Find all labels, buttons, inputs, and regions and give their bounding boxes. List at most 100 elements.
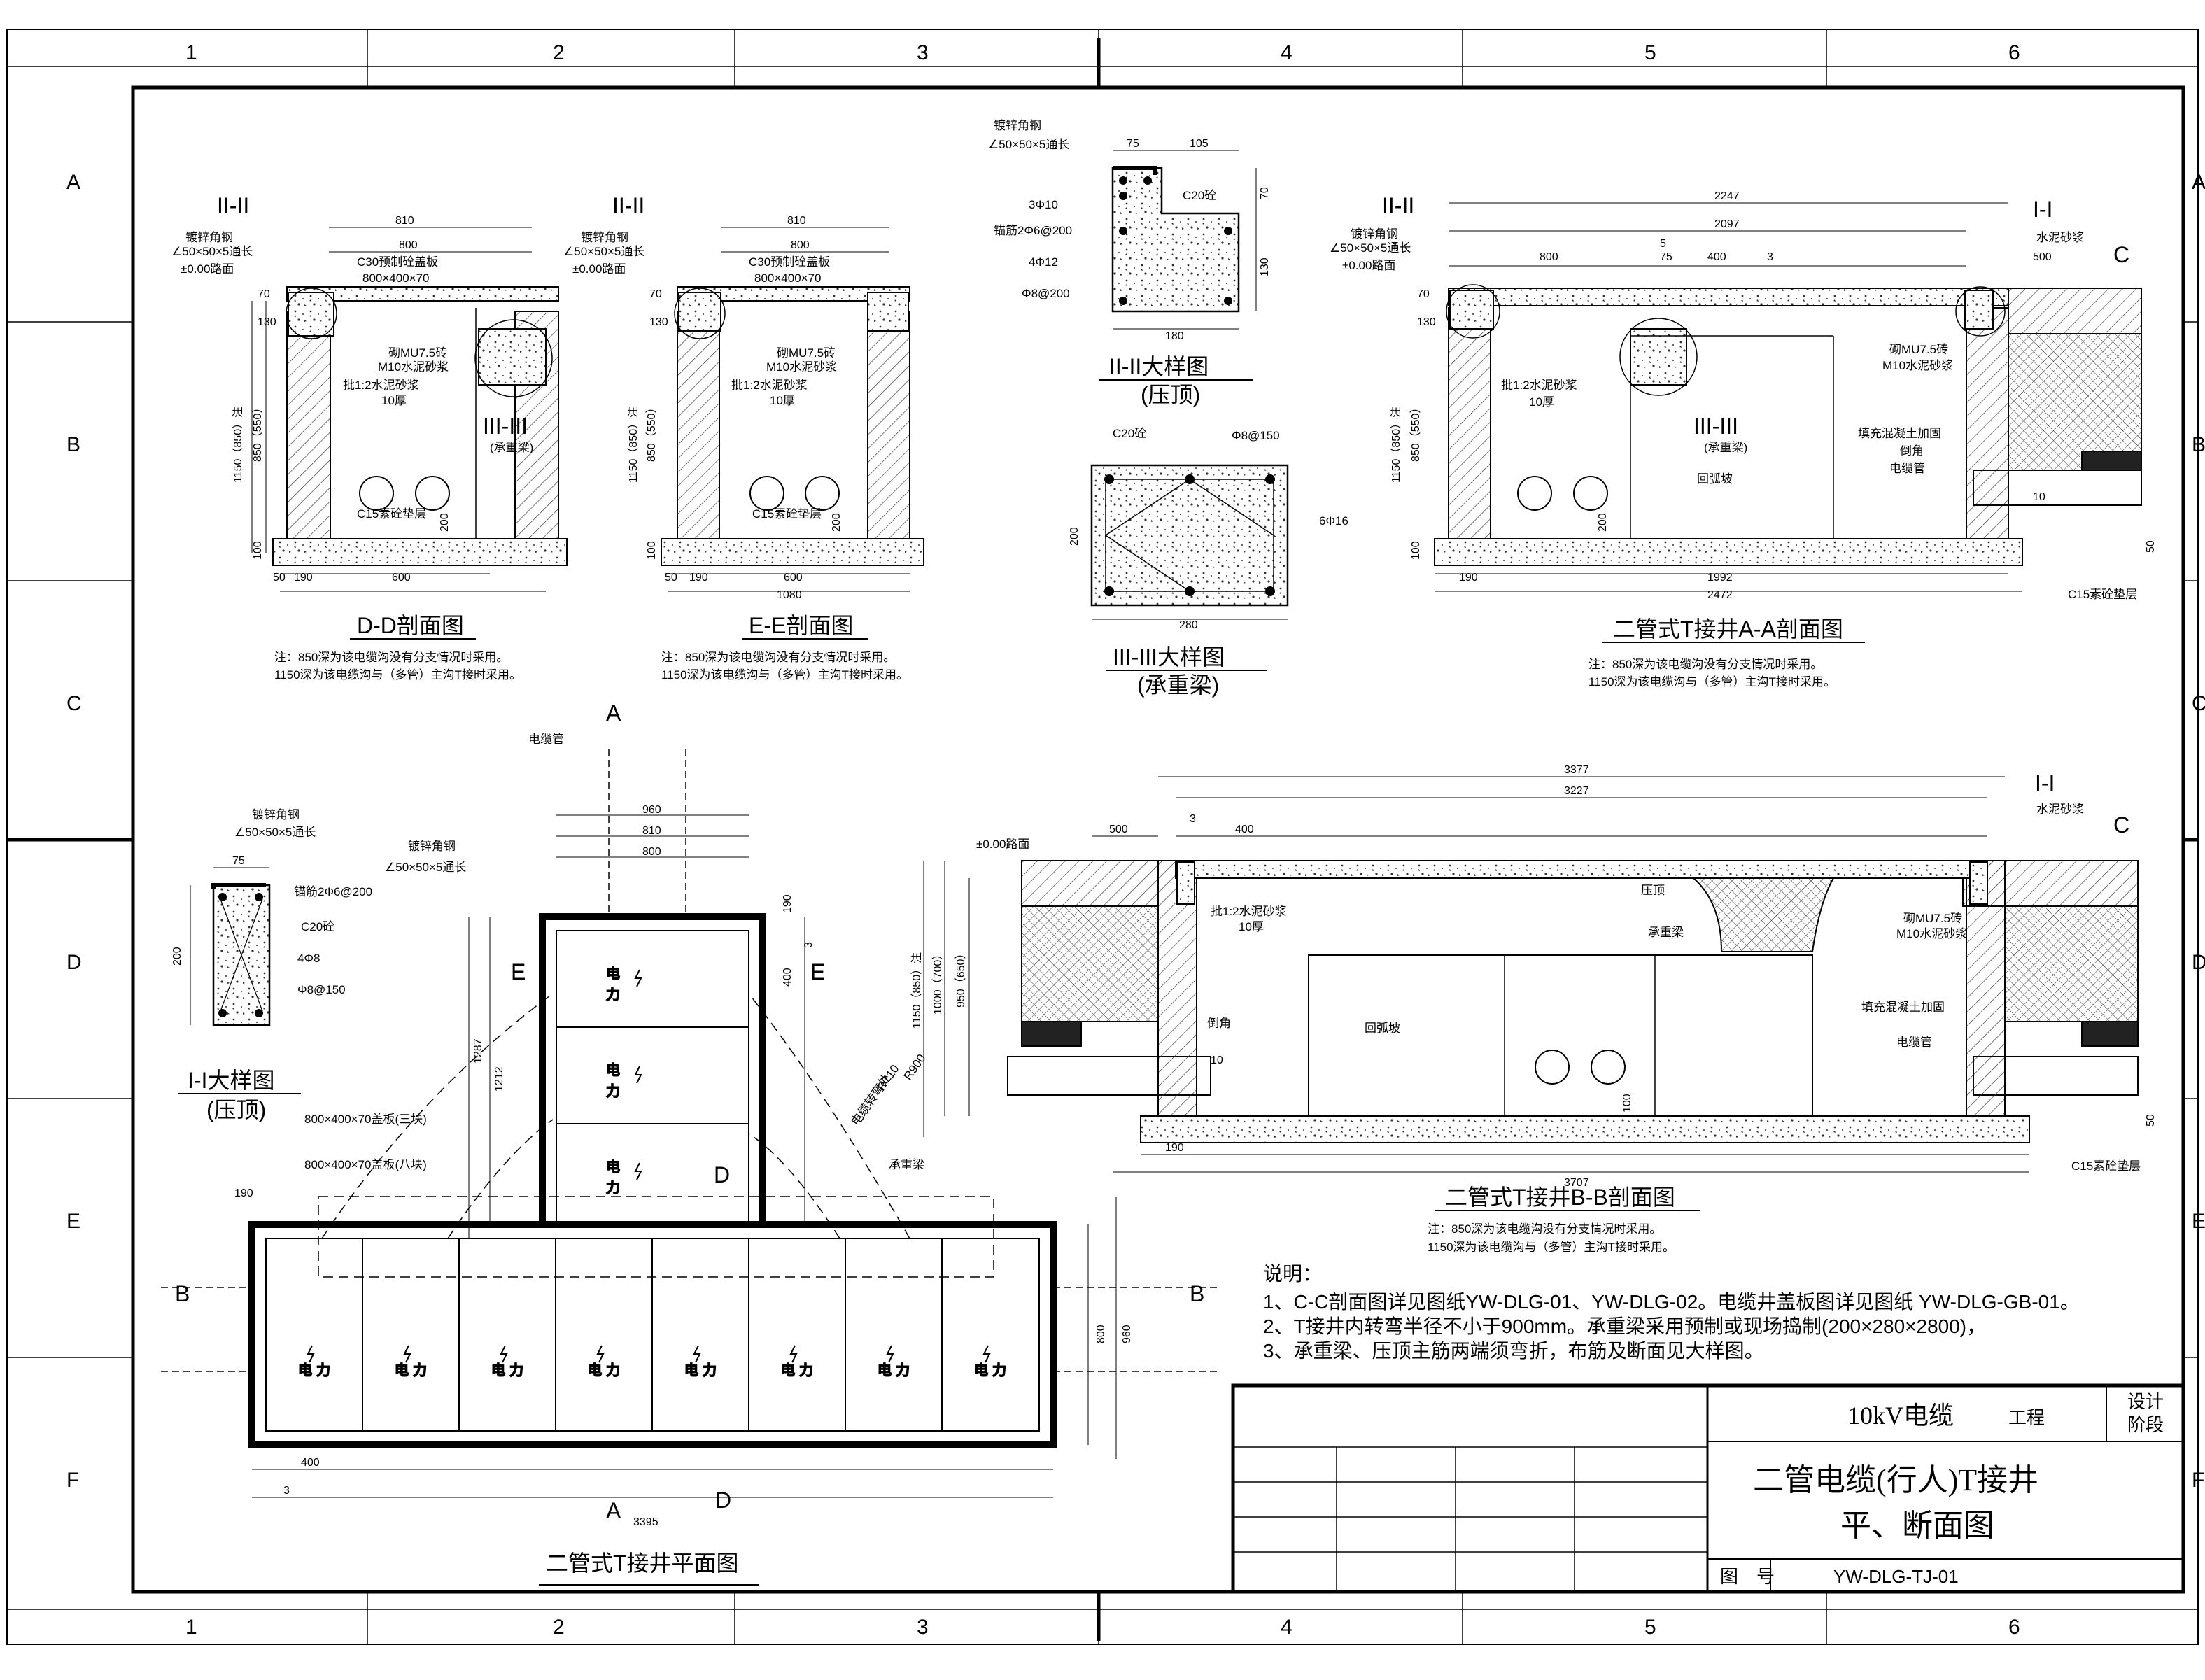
cover-char: 力 [606, 1362, 620, 1378]
plan-mark-b1: B [175, 1281, 190, 1306]
aa-title: 二管式T接井A-A剖面图 [1613, 616, 1843, 642]
d1-label-4: 4Φ8 [297, 952, 320, 965]
cover-char: 电 [491, 1362, 505, 1378]
grid-row-label-E-left: E [66, 1210, 80, 1233]
d2-dim-1: 105 [1190, 138, 1209, 150]
plan-label-2: ∠50×50×5通长 [385, 861, 466, 874]
aa-label-13: 回弧坡 [1697, 472, 1733, 486]
grid-col-label-2-top: 2 [553, 41, 565, 64]
section-bb: I-I ±0.00路面 水泥砂浆 批1:2水泥砂浆 10厚 压顶 承重梁 砌MU… [910, 764, 2157, 1254]
aa-dim-5: 3 [1767, 251, 1773, 263]
plan-label-5: 承重梁 [889, 1158, 924, 1171]
dd-label-5: 砌MU7.5砖 [388, 346, 447, 360]
ee-dim-4: 1150（850）注 [627, 407, 640, 483]
bb-dim-3: 3 [1190, 813, 1196, 825]
tb-title-2: 平、断面图 [1840, 1509, 1994, 1543]
d2-sub: (压顶) [1141, 382, 1200, 407]
cover-plate-label: 电力 [605, 1158, 642, 1197]
plan-mark-a2: A [606, 1498, 621, 1523]
aa-label-7: 10厚 [1529, 395, 1554, 409]
grid-row-label-D-right: D [2192, 951, 2205, 974]
d3-dim-0: 200 [1069, 527, 1080, 546]
tb-project-suffix: 工程 [2008, 1407, 2045, 1428]
bb-note-2: 1150深为该电缆沟与（多管）主沟T接时采用。 [1428, 1241, 1675, 1254]
cover-char: 电 [606, 1062, 620, 1078]
cover-plate-label: 电力 [877, 1345, 910, 1379]
ee-label-8: 10厚 [770, 394, 795, 407]
aa-dim-6: 400 [1707, 251, 1726, 263]
aa-dim-0: 2247 [1714, 190, 1740, 202]
aa-dim-12: 200 [1597, 513, 1609, 532]
aa-dim-4: 5 [1660, 238, 1666, 250]
cover-char: 电 [606, 1159, 620, 1175]
bb-note-1: 注：850深为该电缆沟没有分支情况时采用。 [1428, 1222, 1661, 1236]
aa-note-2: 1150深为该电缆沟与（多管）主沟T接时采用。 [1588, 675, 1836, 689]
dd-dim-3: 130 [258, 316, 276, 328]
ee-label-7: 批1:2水泥砂浆 [731, 379, 808, 392]
grid-col-label-4-bottom: 4 [1281, 1616, 1292, 1639]
bb-marker-right: I-I [2035, 770, 2055, 796]
bb-label-12: C15素砼垫层 [2071, 1159, 2141, 1173]
bb-label-7: M10水泥砂浆 [1896, 927, 1967, 940]
grid-col-label-4-top: 4 [1281, 41, 1292, 64]
d2-label-5: 4Φ12 [1029, 255, 1058, 269]
aa-dim-10: 1150（850）注 [1390, 407, 1402, 483]
aa-label-5: M10水泥砂浆 [1882, 359, 1953, 372]
dd-label-7: 批1:2水泥砂浆 [343, 379, 419, 392]
plan-label-1: 镀锌角钢 [408, 840, 456, 853]
dd-note-2: 1150深为该电缆沟与（多管）主沟T接时采用。 [274, 668, 521, 682]
dd-label-3: C30预制砼盖板 [357, 255, 438, 269]
cover-char: 力 [606, 987, 620, 1003]
lightning-icon [307, 1345, 315, 1363]
detail-i-i: 镀锌角钢 ∠50×50×5通长 锚筋2Φ6@200 C20砼 4Φ8 Φ8@15… [171, 808, 372, 1122]
lightning-icon [634, 969, 642, 987]
section-ee: II-II 镀锌角钢 ∠50×50×5通长 ±0.00路面 C30预制砼盖板 8… [563, 193, 924, 682]
aa-label-9: (承重梁) [1704, 441, 1747, 454]
lightning-icon [500, 1345, 508, 1363]
plan-label-0: 电缆管 [528, 733, 564, 746]
aa-dim-7: 500 [2033, 251, 2052, 263]
d1-label-3: C20砼 [301, 920, 334, 933]
plan-dim-6: 1212 [493, 1066, 505, 1092]
dd-label-8: 10厚 [381, 394, 407, 407]
cover-char: 电 [878, 1362, 892, 1378]
bb-dim-12: 3707 [1564, 1177, 1589, 1189]
tb-title-1: 二管电缆(行人)T接井 [1753, 1463, 2038, 1497]
aa-dim-17: 1992 [1707, 572, 1733, 584]
lightning-icon [886, 1345, 894, 1363]
bb-label-13: C [2113, 812, 2129, 838]
plan-dim-7: 1287 [472, 1038, 484, 1064]
d1-dim-0: 75 [232, 855, 245, 867]
dd-label-6: M10水泥砂浆 [378, 360, 449, 374]
cover-plate-label: 电力 [605, 1061, 642, 1100]
cover-char: 电 [298, 1362, 312, 1378]
title-block: 10kV电缆 工程 设计 阶段 二管电缆(行人)T接井 平、断面图 图 号 YW… [1231, 1383, 2185, 1594]
d2-label-3: 3Φ10 [1029, 198, 1058, 211]
d1-sub: (压顶) [206, 1097, 266, 1122]
tb-project: 10kV电缆 [1847, 1402, 1954, 1430]
lightning-icon [693, 1345, 701, 1363]
dd-label-1: ∠50×50×5通长 [171, 245, 253, 258]
grid-col-label-5-top: 5 [1644, 41, 1656, 64]
bb-dim-1: 3227 [1564, 785, 1589, 797]
grid-col-label-3-top: 3 [917, 41, 929, 64]
bb-label-11: 倒角 [1207, 1017, 1231, 1030]
section-aa: II-II I-I 镀锌角钢 ∠50×50×5通长 ±0.00路面 水泥砂浆 砌… [1330, 190, 2157, 689]
dd-dim-6: 200 [439, 513, 451, 532]
plan-dim-10: 960 [1121, 1325, 1133, 1343]
bb-label-10: 电缆管 [1896, 1036, 1932, 1049]
dd-label-11: C15素砼垫层 [357, 507, 426, 521]
tb-stage-1: 设计 [2127, 1391, 2164, 1412]
cover-char: 力 [896, 1362, 910, 1378]
dd-label-2: ±0.00路面 [181, 262, 234, 276]
detail-iii-iii: C20砼 Φ8@150 6Φ16 200 280 III-III大样图 (承重梁… [1069, 427, 1348, 698]
dd-dim-9: 190 [294, 572, 313, 584]
aa-label-1: ∠50×50×5通长 [1330, 241, 1411, 255]
cover-char: 力 [606, 1180, 620, 1196]
bb-label-8: 回弧坡 [1365, 1022, 1400, 1035]
cover-char: 力 [316, 1362, 330, 1378]
ee-dim-3: 130 [649, 316, 668, 328]
bb-label-4: 压顶 [1641, 884, 1665, 897]
